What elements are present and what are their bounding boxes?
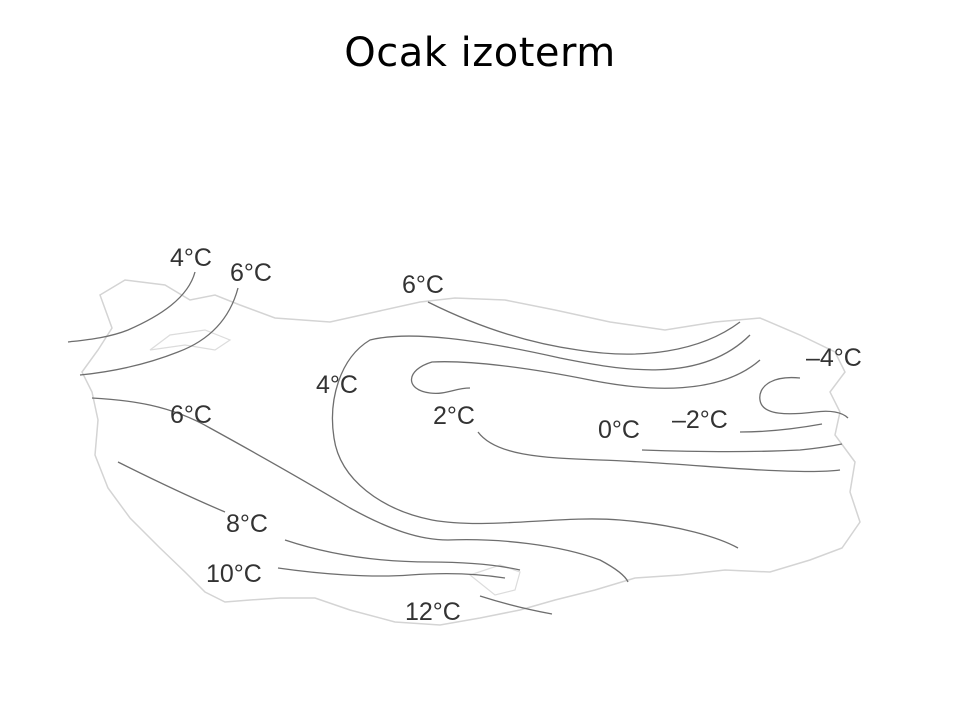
isotherm-line-east-minus4-lower (739, 423, 823, 433)
isotherm-line-south-8 (117, 461, 521, 571)
isotherm-label-west-4: 4°C (170, 244, 212, 272)
marmara-outline (149, 329, 232, 351)
isotherm-line-aegean-6 (91, 397, 629, 583)
gulf-outline (468, 564, 521, 596)
isotherm-line-east-0 (477, 431, 841, 473)
slide-title: Ocak izoterm (344, 30, 616, 76)
isotherm-line-east-minus2 (641, 443, 843, 453)
isotherm-label-south-12: 12°C (405, 598, 461, 626)
isotherm-label-central-4: 4°C (316, 371, 358, 399)
isotherm-label-aegean-6: 6°C (170, 401, 212, 429)
isotherm-label-north-6: 6°C (402, 271, 444, 299)
isotherm-line-north-6 (427, 301, 741, 355)
isotherm-line-west-6 (79, 287, 239, 376)
isotherm-line-east-minus4 (759, 376, 849, 419)
isotherm-label-east-minus4: –4°C (806, 344, 862, 372)
isotherm-label-east-0: 0°C (598, 416, 640, 444)
isotherm-line-south-10 (277, 567, 506, 579)
isotherm-label-south-8: 8°C (226, 510, 268, 538)
isotherm-label-south-10: 10°C (206, 560, 262, 588)
country-outline (81, 279, 861, 626)
isotherm-line-central-2 (411, 359, 761, 395)
isotherm-line-west-4 (67, 271, 196, 343)
isotherm-line-south-12 (479, 595, 553, 615)
isotherm-label-central-2: 2°C (433, 402, 475, 430)
isotherm-label-east-minus2: –2°C (672, 406, 728, 434)
isotherm-line-central-4 (331, 334, 751, 549)
isotherm-label-west-6: 6°C (230, 259, 272, 287)
